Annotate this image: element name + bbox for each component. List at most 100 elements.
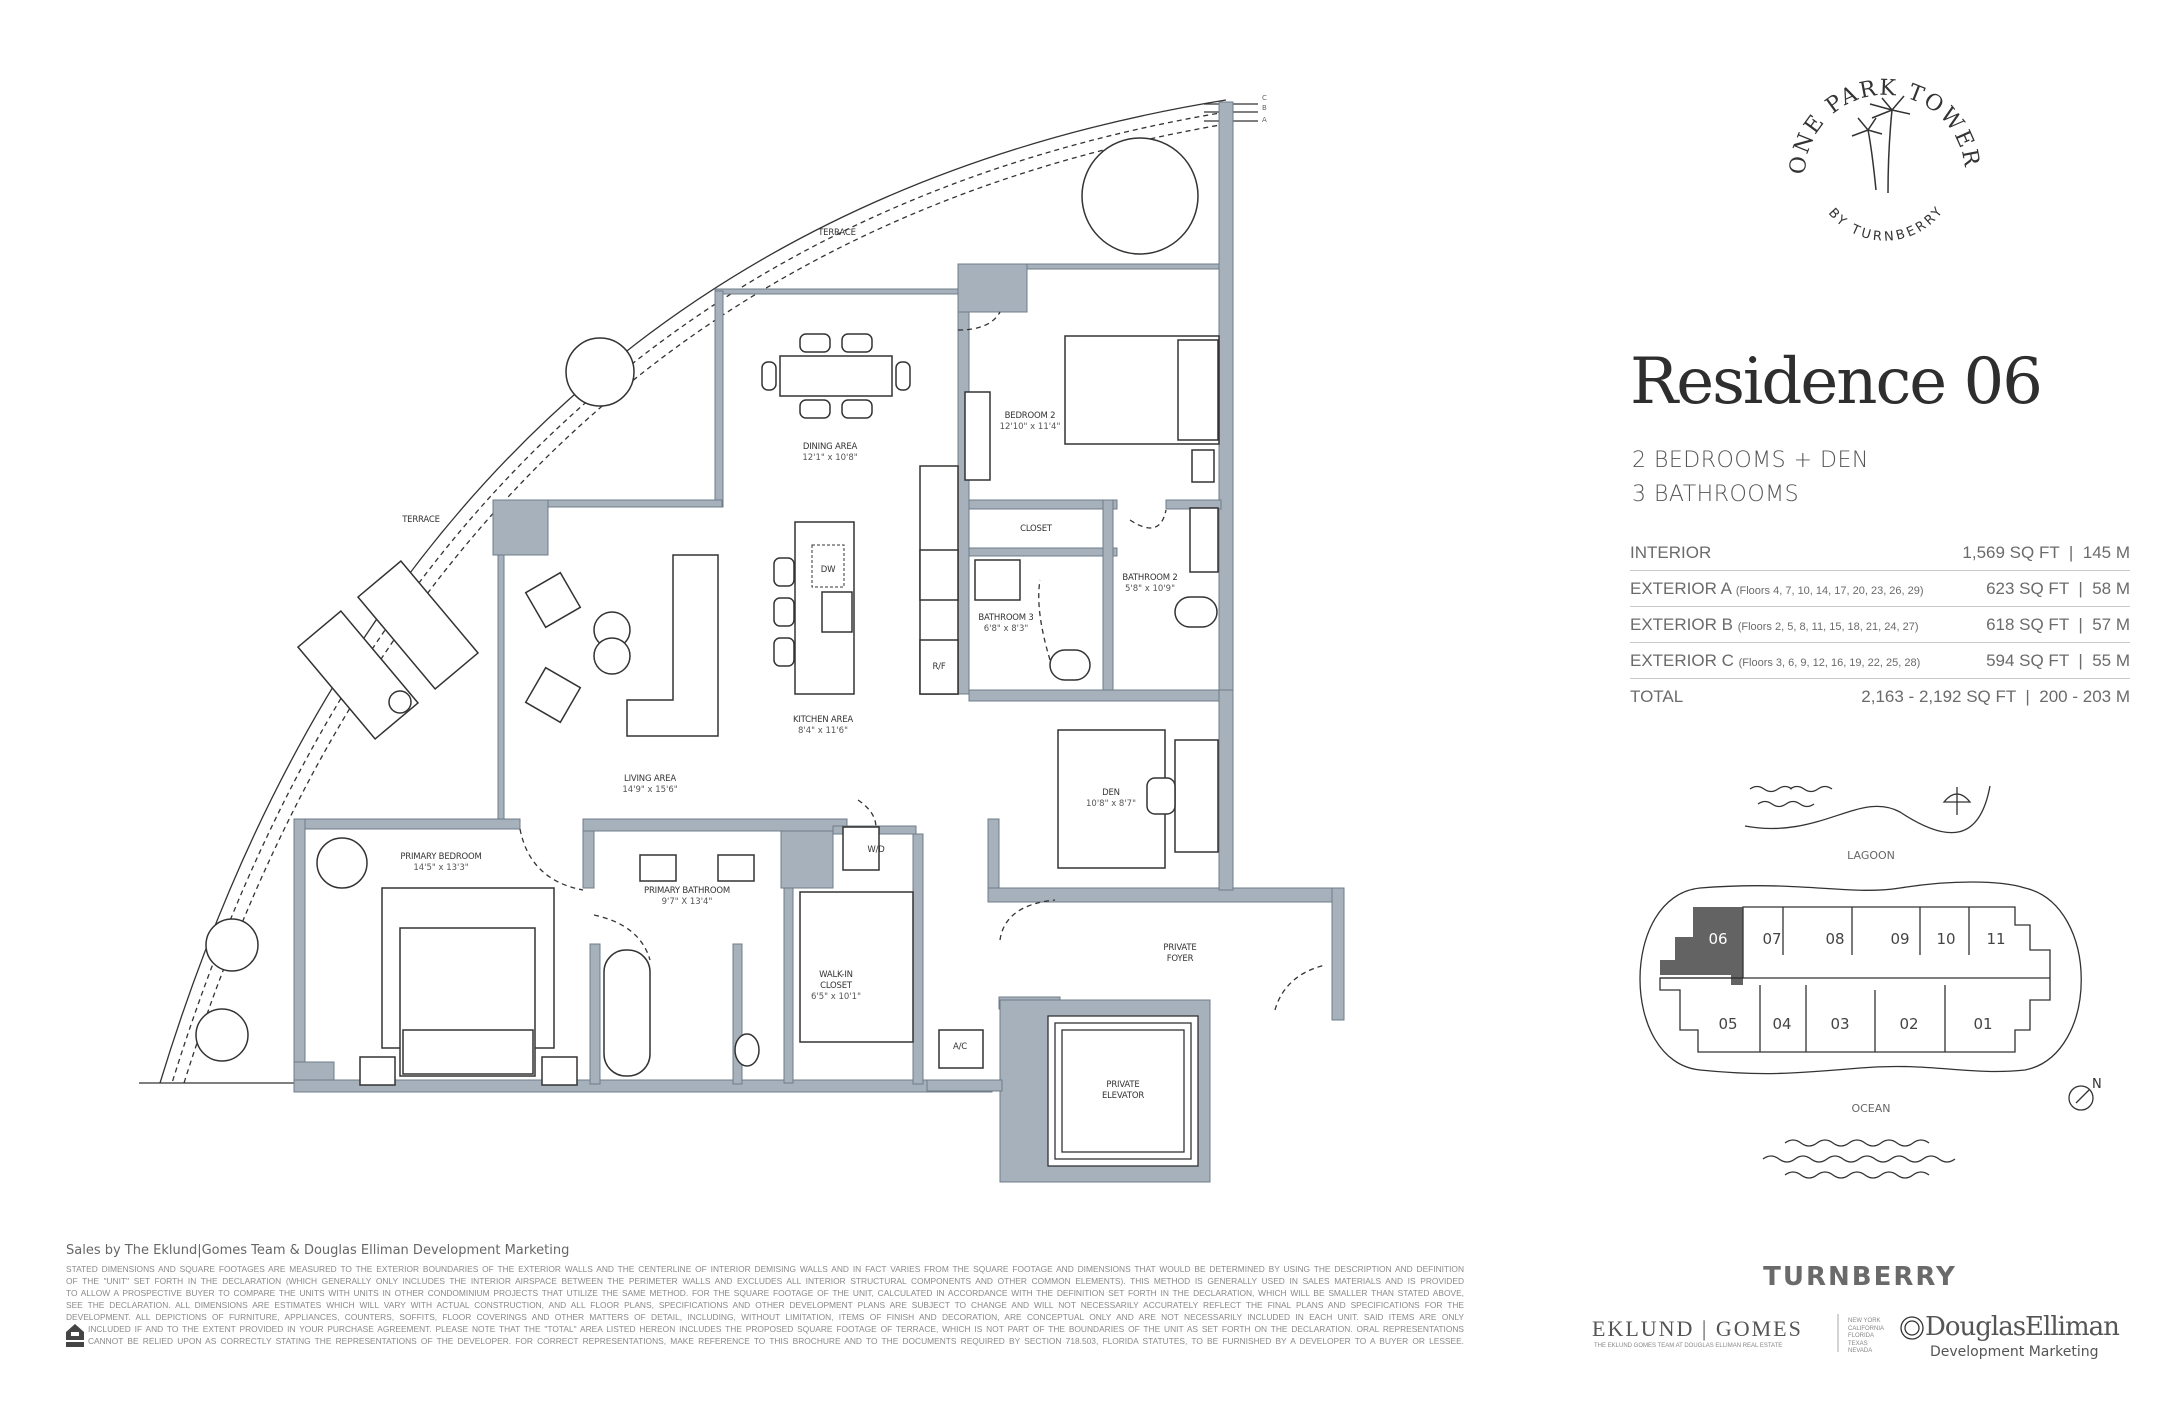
- svg-text:BY TURNBERRY: BY TURNBERRY: [1825, 203, 1947, 245]
- terrace-lounge-chair: [1081, 137, 1199, 255]
- kitchen-label: KITCHEN AREA: [793, 715, 853, 725]
- dining-table: [779, 355, 893, 397]
- unit-label-01: 01: [1973, 1015, 1992, 1033]
- unit-label-09: 09: [1890, 930, 1909, 948]
- disclaimer-line: CANNOT BE RELIED UPON AS CORRECTLY STATI…: [88, 1336, 1464, 1346]
- eklund-gomes-tagline: THE EKLUND GOMES TEAM AT DOUGLAS ELLIMAN…: [1594, 1343, 1783, 1349]
- state: CALIFORNIA: [1848, 1325, 1885, 1332]
- sofa: [626, 554, 719, 737]
- state: TEXAS: [1848, 1340, 1868, 1347]
- private-foyer-label-2: FOYER: [1167, 954, 1194, 964]
- private-foyer-label: PRIVATE: [1163, 943, 1196, 953]
- highlighted-unit-06: [1660, 907, 1743, 985]
- eklund-gomes-states: NEW YORK CALIFORNIA FLORIDA TEXAS NEVADA: [1848, 1318, 1898, 1356]
- ac-label: A/C: [953, 1042, 967, 1052]
- room-labels: TERRACE TERRACE DINING AREA 12'1" x 10'8…: [400, 228, 1196, 1101]
- area-value: 1,569 SQ FT | 145 M: [1962, 543, 2130, 562]
- eklund-gomes-logo: EKLUND | GOMES: [1592, 1316, 1803, 1341]
- closet-label: CLOSET: [1020, 524, 1053, 534]
- area-row-interior: INTERIOR 1,569 SQ FT | 145 M: [1630, 536, 2130, 571]
- state: NEVADA: [1848, 1348, 1873, 1354]
- washer-dryer: [842, 826, 880, 871]
- key-plan: LAGOON 06 07 08 09 10 11 05 04 03 02 01 …: [1639, 785, 2102, 1179]
- sales-credit: Sales by The Eklund|Gomes Team & Douglas…: [66, 1243, 570, 1258]
- beach-umbrella-icon: [1942, 787, 1972, 815]
- palm-tree-icon: [1851, 95, 1911, 194]
- disclaimer-line: DEVELOPMENT. ALL DEPICTIONS OF FURNITURE…: [66, 1312, 1464, 1322]
- residence-title: Residence 06: [1630, 345, 2043, 419]
- bathrooms-summary: 3 BATHROOMS: [1632, 482, 1800, 507]
- logo-bottom-text: BY TURNBERRY: [1825, 203, 1944, 245]
- unit-label-04: 04: [1772, 1015, 1791, 1033]
- primary-bathroom-label: PRIMARY BATHROOM: [644, 886, 730, 896]
- bedrooms-summary: 2 BEDROOMS + DEN: [1632, 448, 1869, 473]
- area-value: 618 SQ FT | 57 M: [1986, 615, 2130, 634]
- bathroom3-dim: 6'8" x 8'3": [984, 624, 1029, 634]
- terrace-label-left: TERRACE: [401, 515, 440, 525]
- unit-label-11: 11: [1986, 930, 2005, 948]
- unit-label-03: 03: [1830, 1015, 1849, 1033]
- disclaimer-line: OF THE "UNIT" SET FORTH IN THE DECLARATI…: [66, 1276, 1464, 1286]
- door-swings: [519, 311, 1326, 1011]
- primary-bathroom-dim: 9'7" X 13'4": [662, 897, 713, 907]
- living-area-label: LIVING AREA: [624, 774, 676, 784]
- bathroom3-label: BATHROOM 3: [978, 613, 1033, 623]
- ocean-label: OCEAN: [1851, 1102, 1890, 1115]
- terrace-round-table: [565, 337, 635, 407]
- unit-label-10: 10: [1936, 930, 1955, 948]
- area-value: 2,163 - 2,192 SQ FT | 200 - 203 M: [1861, 687, 2130, 706]
- dishwasher-label: DW: [821, 565, 836, 575]
- bedroom2-dim: 12'10" x 11'4": [1000, 422, 1061, 432]
- disclaimer-line: SEE THE DECLARATION. ALL DIMENSIONS ARE …: [66, 1300, 1464, 1310]
- walk-in-closet-label: WALK-IN: [819, 970, 853, 980]
- state: NEW YORK: [1848, 1318, 1881, 1324]
- walls: [293, 101, 1345, 1183]
- state: FLORIDA: [1848, 1333, 1875, 1339]
- terrace-marker-c: C: [1262, 94, 1267, 102]
- bathroom2-label: BATHROOM 2: [1122, 573, 1177, 583]
- unit-label-02: 02: [1899, 1015, 1918, 1033]
- ocean-waves-icon: [1762, 1139, 1956, 1179]
- area-row-exterior-c: EXTERIOR C (Floors 3, 6, 9, 12, 16, 19, …: [1630, 644, 2130, 679]
- disclaimer-line: TO ALLOW A PROSPECTIVE BUYER TO COMPARE …: [66, 1288, 1464, 1298]
- primary-bedroom-dim: 14'5" x 13'3": [413, 863, 468, 873]
- dining-area-dim: 12'1" x 10'8": [802, 453, 857, 463]
- area-row-exterior-b: EXTERIOR B (Floors 2, 5, 8, 11, 15, 18, …: [1630, 608, 2130, 643]
- area-label: EXTERIOR B: [1630, 615, 1733, 634]
- living-area-dim: 14'9" x 15'6": [622, 785, 677, 795]
- douglas-elliman-monogram-icon: [1900, 1316, 1924, 1340]
- primary-bedroom-label: PRIMARY BEDROOM: [400, 852, 481, 862]
- disclaimer-line: INCLUDED IF AND TO THE EXTENT PROVIDED I…: [88, 1324, 1464, 1334]
- furniture: [195, 137, 1220, 1086]
- unit-label-06: 06: [1708, 930, 1727, 948]
- area-floors: (Floors 4, 7, 10, 14, 17, 20, 23, 26, 29…: [1735, 585, 1924, 597]
- area-row-total: TOTAL 2,163 - 2,192 SQ FT | 200 - 203 M: [1630, 680, 2130, 714]
- logo-top-text: ONE PARK TOWER: [1786, 76, 1982, 176]
- area-label: EXTERIOR A: [1630, 579, 1732, 598]
- lagoon-waves-icon: [1744, 785, 1991, 834]
- dining-area-label: DINING AREA: [803, 442, 858, 452]
- den-label: DEN: [1102, 788, 1120, 798]
- area-row-exterior-a: EXTERIOR A (Floors 4, 7, 10, 14, 17, 20,…: [1630, 572, 2130, 607]
- turnberry-logo: TURNBERRY: [1763, 1262, 1957, 1292]
- terrace-marker-a: A: [1262, 116, 1267, 124]
- den-dim: 10'8" x 8'7": [1086, 799, 1136, 809]
- one-park-tower-logo: ONE PARK TOWER BY TURNBERRY: [1786, 76, 1982, 245]
- unit-label-08: 08: [1825, 930, 1844, 948]
- area-label: TOTAL: [1630, 687, 1684, 706]
- area-value: 594 SQ FT | 55 M: [1986, 651, 2130, 670]
- area-label: EXTERIOR C: [1630, 651, 1734, 670]
- private-elevator-label: PRIVATE: [1106, 1080, 1139, 1090]
- area-floors: (Floors 2, 5, 8, 11, 15, 18, 21, 24, 27): [1737, 621, 1919, 633]
- north-compass-icon: [2068, 1085, 2094, 1111]
- bedroom2-label: BEDROOM 2: [1005, 411, 1056, 421]
- douglas-elliman-logo: DouglasElliman: [1925, 1312, 2120, 1342]
- terrace-label-top: TERRACE: [817, 228, 856, 238]
- terrace-marker-b: B: [1262, 104, 1267, 112]
- area-label: INTERIOR: [1630, 543, 1712, 562]
- refrigerator-label: R/F: [932, 662, 945, 672]
- unit-label-07: 07: [1762, 930, 1781, 948]
- lagoon-label: LAGOON: [1847, 849, 1895, 862]
- bathtub: [603, 949, 651, 1077]
